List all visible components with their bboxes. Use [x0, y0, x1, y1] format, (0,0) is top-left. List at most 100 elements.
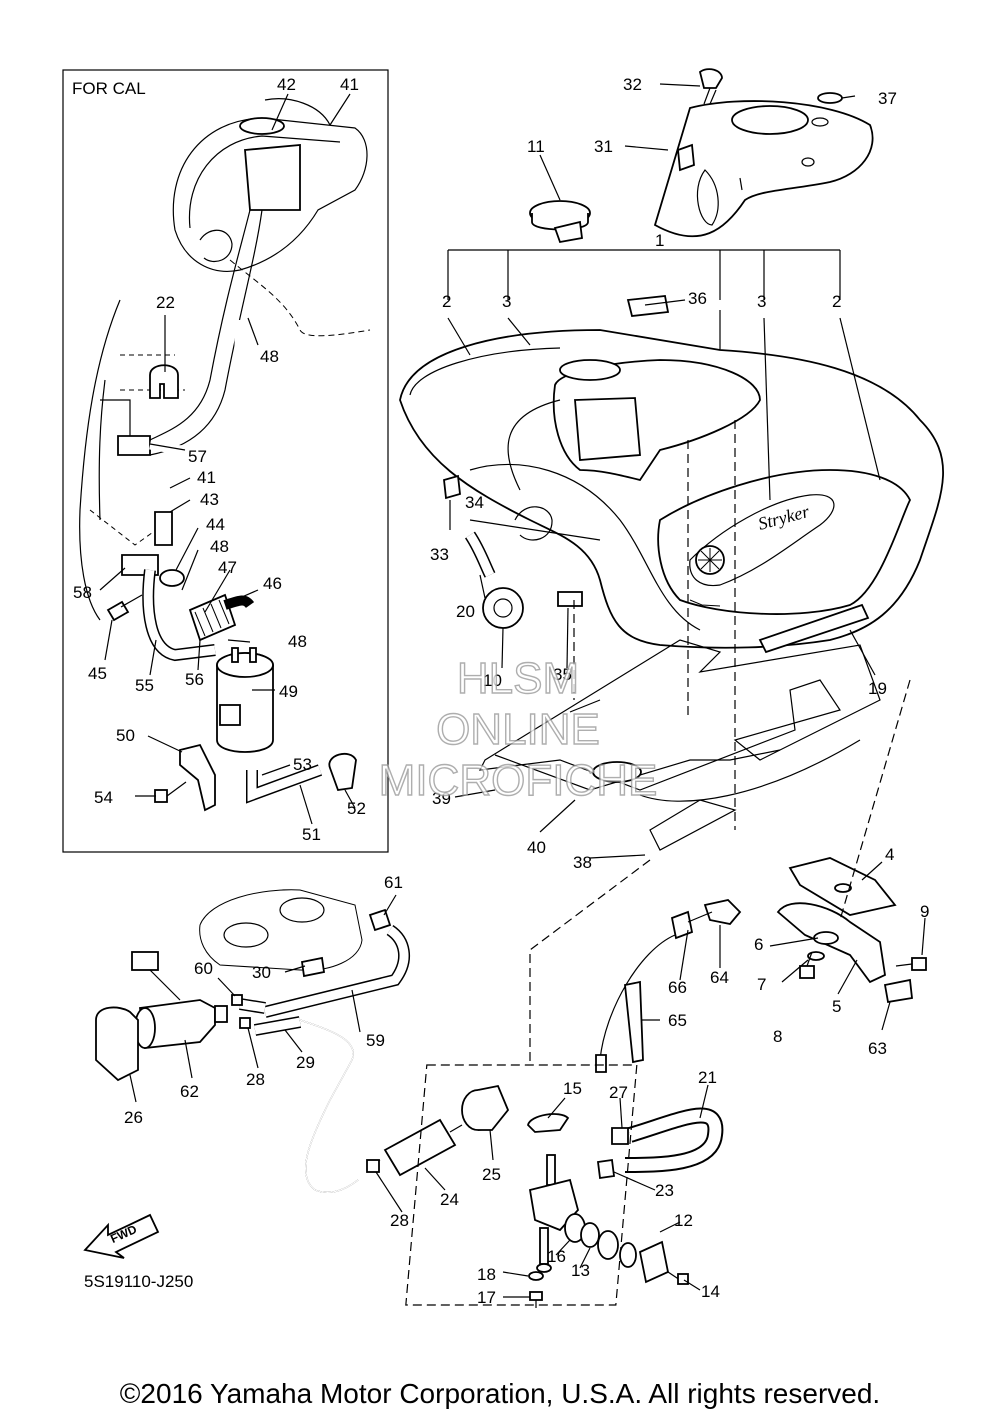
- clamp-part-30: [300, 956, 326, 978]
- callout-54: 54: [94, 788, 113, 807]
- tank-cover-part-31: [653, 100, 874, 238]
- callout-52: 52: [347, 799, 366, 818]
- watermark: HLSM ONLINE MICROFICHE: [378, 653, 658, 805]
- callout-23: 23: [655, 1181, 674, 1200]
- filter-part-47: [188, 593, 237, 642]
- callout-35: 35: [553, 665, 572, 684]
- nut-part-63: [883, 978, 913, 1004]
- callout-30: 30: [252, 963, 271, 982]
- nut-part-66: [670, 910, 694, 940]
- callout-56: 56: [185, 670, 204, 689]
- callout-25: 25: [482, 1165, 501, 1184]
- callout-20: 20: [456, 602, 475, 621]
- plate-part-15: [527, 1113, 570, 1133]
- callout-8: 8: [773, 1027, 782, 1046]
- callout-64: 64: [710, 968, 729, 987]
- watermark-line-3: MICROFICHE: [379, 756, 658, 805]
- joint-part-43: [154, 511, 173, 546]
- clamp-part-28a: [239, 1017, 251, 1029]
- emblem-part-36: [626, 295, 670, 317]
- callout-51: 51: [302, 825, 321, 844]
- callout-15: 15: [563, 1079, 582, 1098]
- callout-4: 4: [885, 845, 894, 864]
- callout-3: 3: [757, 292, 766, 311]
- callout-6: 6: [754, 935, 763, 954]
- clip-part-52: [328, 752, 357, 791]
- damper-part-10: [482, 587, 524, 629]
- callout-49: 49: [279, 682, 298, 701]
- callout-13: 13: [571, 1261, 590, 1280]
- callout-28: 28: [246, 1070, 265, 1089]
- callout-21: 21: [698, 1068, 717, 1087]
- callout-2: 2: [832, 292, 841, 311]
- callout-63: 63: [868, 1039, 887, 1058]
- bolt-part-54: [154, 781, 187, 803]
- callout-19: 19: [868, 679, 887, 698]
- callout-59: 59: [366, 1031, 385, 1050]
- callout-1: 1: [655, 231, 664, 250]
- holder-part-26: [95, 1006, 139, 1082]
- callout-22: 22: [156, 293, 175, 312]
- damper-part-35: [557, 591, 583, 607]
- inset-frame: [62, 69, 389, 853]
- callout-58: 58: [73, 583, 92, 602]
- callout-50: 50: [116, 726, 135, 745]
- bolt-part-8: [799, 951, 815, 979]
- filter-part-24: [371, 1118, 463, 1177]
- callout-12: 12: [674, 1211, 693, 1230]
- fuel-tank-part-1: Stryker: [399, 329, 944, 649]
- callout-38: 38: [573, 853, 592, 872]
- callout-26: 26: [124, 1108, 143, 1127]
- hose-part-59: [263, 925, 410, 1018]
- holder-part-25: [461, 1084, 510, 1131]
- copyright-notice: ©2016 Yamaha Motor Corporation, U.S.A. A…: [119, 1378, 881, 1409]
- bolt-part-9: [895, 957, 927, 971]
- callout-11: 11: [527, 137, 545, 156]
- clip-part-27: [611, 1127, 629, 1145]
- callout-60: 60: [194, 959, 213, 978]
- screw-part-14: [667, 1271, 689, 1285]
- clip-part-23: [596, 1158, 616, 1180]
- callout-53: 53: [293, 755, 312, 774]
- callout-41: 41: [197, 468, 216, 487]
- cal-inset: FOR CAL: [62, 69, 389, 853]
- callout-17: 17: [477, 1288, 496, 1307]
- callout-18: 18: [477, 1265, 496, 1284]
- washer-part-18: [528, 1271, 544, 1281]
- callout-41: 41: [340, 75, 359, 94]
- clamp-part-57: [117, 435, 151, 456]
- callout-39: 39: [432, 789, 451, 808]
- strip-part-19: [758, 603, 870, 654]
- callout-57: 57: [188, 447, 207, 466]
- diagram-code: 5S19110-J250: [84, 1272, 193, 1291]
- callout-48: 48: [288, 632, 307, 651]
- callout-29: 29: [296, 1053, 315, 1072]
- callout-62: 62: [180, 1082, 199, 1101]
- callout-32: 32: [623, 75, 642, 94]
- callout-66: 66: [668, 978, 687, 997]
- clamp-part-60: [231, 994, 243, 1006]
- inset-leaders: [99, 93, 356, 825]
- cap-part-37: [817, 92, 843, 104]
- band-part-65: [624, 980, 644, 1064]
- callout-48: 48: [210, 537, 229, 556]
- flange-part-14: [638, 1240, 670, 1284]
- callout-3: 3: [502, 292, 511, 311]
- clamp-part-22: [149, 364, 179, 399]
- callout-14: 14: [701, 1282, 720, 1301]
- callout-2: 2: [442, 292, 451, 311]
- bolt-part-45: [106, 594, 143, 622]
- screw-part-17: [529, 1291, 543, 1308]
- engine-outline: [199, 889, 363, 971]
- callout-42: 42: [277, 75, 296, 94]
- hose-part-46: [223, 595, 255, 610]
- callout-34: 34: [465, 493, 484, 512]
- callout-5: 5: [832, 997, 841, 1016]
- clamp-part-28b: [366, 1159, 380, 1173]
- grommet-part-33: [443, 474, 461, 500]
- leader-lines: [129, 83, 926, 1298]
- fwd-arrow: FWD: [83, 1213, 160, 1259]
- callout-9: 9: [920, 902, 929, 921]
- inset-title: FOR CAL: [72, 79, 146, 98]
